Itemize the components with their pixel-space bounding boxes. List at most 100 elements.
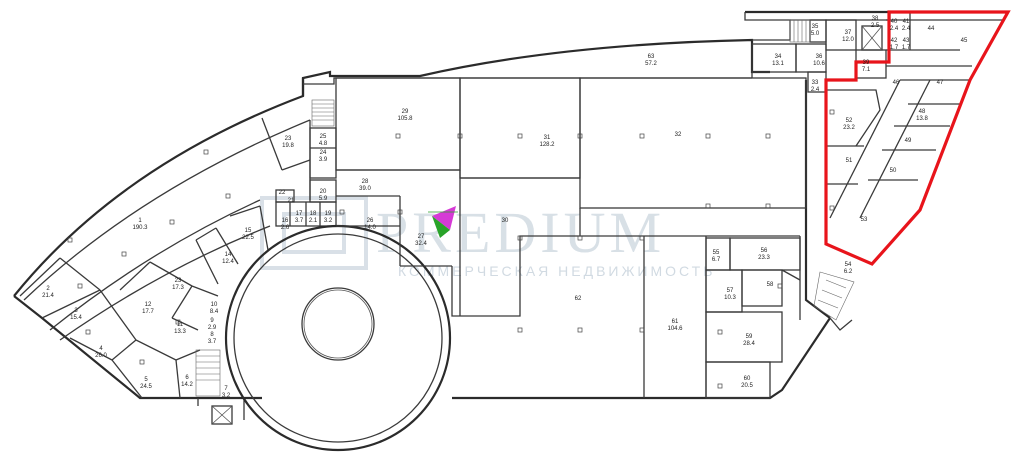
room-label-8: 83.7 bbox=[208, 332, 217, 345]
room-number: 46 bbox=[893, 80, 900, 86]
room-label-38: 382.5 bbox=[871, 16, 880, 29]
room-number: 54 bbox=[845, 262, 852, 268]
room-area: 23.3 bbox=[758, 255, 770, 261]
room-label-40: 402.4 bbox=[890, 19, 899, 32]
room-area: 7.1 bbox=[862, 67, 871, 73]
room-number: 61 bbox=[672, 319, 679, 325]
room-number: 6 bbox=[185, 375, 189, 381]
room-label-50: 50 bbox=[890, 168, 897, 174]
room-label-4: 426.0 bbox=[95, 346, 107, 359]
room-label-19: 193.2 bbox=[324, 211, 333, 224]
room-number: 22 bbox=[279, 190, 286, 196]
room-number: 59 bbox=[746, 334, 753, 340]
room-number: 37 bbox=[845, 30, 852, 36]
room-label-24: 243.9 bbox=[319, 150, 328, 163]
room-area: 21.4 bbox=[42, 293, 54, 299]
room-number: 48 bbox=[919, 109, 926, 115]
room-area: 105.8 bbox=[397, 116, 413, 122]
central-block bbox=[67, 19, 887, 399]
room-label-62: 62 bbox=[575, 296, 582, 302]
room-area: 26.0 bbox=[95, 353, 107, 359]
elevator-shaft-top bbox=[861, 25, 883, 51]
room-number: 63 bbox=[648, 54, 655, 60]
room-number: 38 bbox=[872, 16, 879, 22]
room-number: 18 bbox=[310, 211, 317, 217]
room-area: 104.6 bbox=[667, 326, 683, 332]
room-label-20: 205.9 bbox=[319, 189, 328, 202]
room-label-9: 92.9 bbox=[208, 318, 217, 331]
room-number: 26 bbox=[367, 218, 374, 224]
room-area: 128.2 bbox=[539, 142, 555, 148]
room-label-6: 614.2 bbox=[181, 375, 193, 388]
room-area: 10.3 bbox=[724, 295, 736, 301]
room-number: 11 bbox=[177, 322, 184, 328]
stair-right bbox=[813, 271, 855, 321]
room-area: 19.8 bbox=[282, 143, 294, 149]
watermark: PREDIUM КОММЕРЧЕСКАЯ НЕДВИЖИМОСТЬ bbox=[260, 196, 712, 279]
room-number: 21 bbox=[288, 198, 295, 204]
room-label-33: 332.4 bbox=[811, 80, 820, 93]
room-number: 42 bbox=[891, 38, 898, 44]
room-number: 47 bbox=[937, 80, 944, 86]
room-area: 24.5 bbox=[140, 384, 152, 390]
room-number: 34 bbox=[775, 54, 782, 60]
room-area: 3.2 bbox=[222, 393, 231, 399]
room-number: 39 bbox=[863, 60, 870, 66]
room-area: 2.6 bbox=[281, 225, 290, 231]
room-number: 40 bbox=[891, 19, 898, 25]
room-number: 1 bbox=[138, 218, 142, 224]
room-number: 55 bbox=[713, 250, 720, 256]
room-area: 28.4 bbox=[743, 341, 755, 347]
room-number: 14 bbox=[225, 252, 232, 258]
room-label-17: 173.7 bbox=[295, 211, 304, 224]
room-area: 2.9 bbox=[208, 325, 217, 331]
stair-left bbox=[311, 99, 335, 127]
room-number: 44 bbox=[928, 26, 935, 32]
room-label-42: 421.7 bbox=[890, 38, 899, 51]
room-area: 5.9 bbox=[319, 196, 328, 202]
room-number: 32 bbox=[675, 132, 682, 138]
room-number: 49 bbox=[905, 138, 912, 144]
room-label-30: 30 bbox=[502, 218, 509, 224]
room-label-43: 431.7 bbox=[902, 38, 911, 51]
room-label-21: 21 bbox=[288, 198, 295, 204]
room-number: 2 bbox=[46, 286, 50, 292]
room-area: 15.4 bbox=[70, 315, 82, 321]
room-number: 36 bbox=[816, 54, 823, 60]
room-number: 33 bbox=[812, 80, 819, 86]
room-label-45: 45 bbox=[961, 38, 968, 44]
room-area: 2.4 bbox=[890, 26, 899, 32]
room-area: 3.7 bbox=[208, 339, 217, 345]
room-area: 1.7 bbox=[902, 45, 911, 51]
watermark-logo-frame bbox=[260, 196, 368, 270]
room-number: 25 bbox=[320, 134, 327, 140]
room-label-58: 58 bbox=[767, 282, 774, 288]
room-area: 57.2 bbox=[645, 61, 657, 67]
room-label-44: 44 bbox=[928, 26, 935, 32]
room-label-35: 355.0 bbox=[811, 24, 820, 37]
room-number: 8 bbox=[210, 332, 214, 338]
room-area: 12.4 bbox=[222, 259, 234, 265]
stair-bottom bbox=[195, 349, 221, 397]
room-number: 3 bbox=[74, 308, 78, 314]
room-area: 14.2 bbox=[181, 382, 193, 388]
room-number: 57 bbox=[727, 288, 734, 294]
room-number: 23 bbox=[285, 136, 292, 142]
room-label-2: 221.4 bbox=[42, 286, 54, 299]
room-label-7: 73.2 bbox=[222, 386, 231, 399]
